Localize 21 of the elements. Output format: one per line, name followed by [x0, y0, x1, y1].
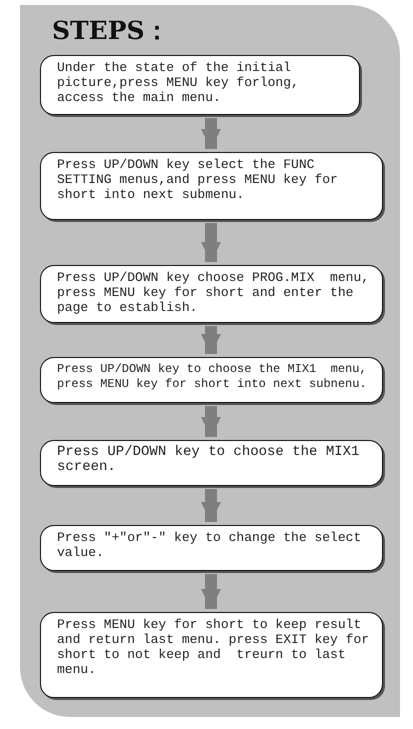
step-text: Press UP/DOWN key choose PROG.MIX menu, press MENU key for short and enter the page to establish. [57, 270, 370, 315]
step-text: Press UP/DOWN key select the FUNC SETTING menus,and press MENU key for short into next submenu. [57, 157, 339, 202]
step-box [40, 152, 383, 220]
step-box [40, 525, 383, 571]
down-arrow [201, 223, 221, 262]
down-arrow [201, 326, 221, 354]
step-box [40, 440, 383, 486]
step-box [40, 357, 383, 403]
step-box [40, 265, 383, 323]
down-arrow [201, 406, 221, 437]
step-text: Under the state of the initial picture,press MENU key forlong, access the main menu. [57, 60, 300, 105]
down-arrow [201, 489, 221, 522]
step-box [40, 55, 360, 115]
step-text: Press ″+″or″-″ key to change the select value. [57, 530, 362, 560]
step-text: Press UP/DOWN key to choose the MIX1 screen. [57, 445, 360, 475]
title: STEPS： [52, 15, 170, 47]
step-box [40, 612, 383, 698]
step-text: Press MENU key for short to keep result and return last menu. press EXIT key for short to not keep and treurn to last menu. [57, 617, 370, 677]
step-text: Press UP/DOWN key to choose the MIX1 menu, press MENU key for short into next subnenu. [57, 362, 368, 392]
down-arrow [201, 118, 221, 149]
down-arrow [201, 574, 221, 609]
